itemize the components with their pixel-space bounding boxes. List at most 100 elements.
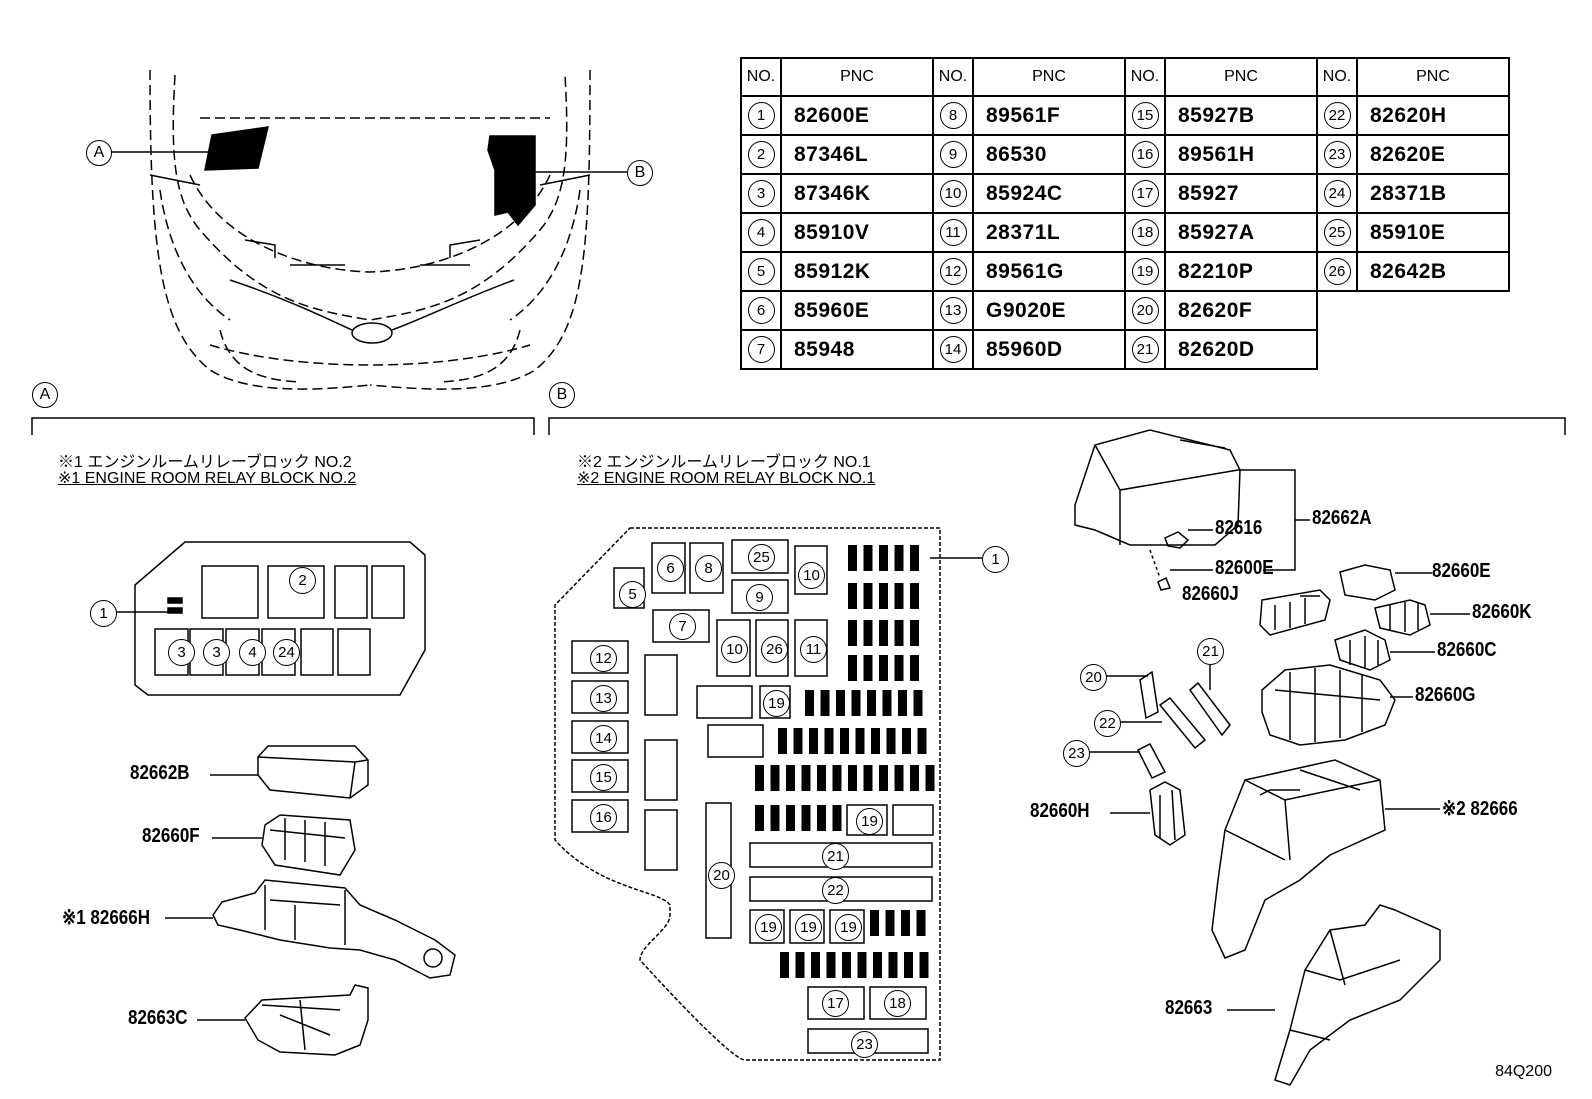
- callout-number: 20: [708, 862, 735, 889]
- callout-number: 20: [1080, 664, 1107, 691]
- part-label-82662a: 82662A: [1312, 507, 1372, 529]
- no-cell: 18: [1124, 212, 1166, 253]
- fuse-slot: [848, 583, 857, 609]
- fuse-slot: [755, 805, 764, 831]
- callout-number: 17: [822, 990, 849, 1017]
- fuse-slot: [848, 620, 857, 646]
- item-number: 13: [939, 297, 967, 324]
- fuse-slot: [851, 690, 861, 716]
- fuse-slot: [910, 583, 919, 609]
- connector-82660g: [1261, 664, 1413, 746]
- no-cell: 13: [932, 290, 974, 331]
- fuse-slot: [885, 910, 895, 936]
- fuse-slot: [910, 620, 919, 646]
- item-number: 24: [1323, 180, 1351, 207]
- fuse-slot: [867, 690, 876, 716]
- fuse-slot: [786, 805, 795, 831]
- no-cell: 21: [1124, 329, 1166, 370]
- part-label-82660e: 82660E: [1432, 560, 1491, 582]
- no-cell: 10: [932, 173, 974, 214]
- fuse-slot: [826, 952, 836, 978]
- pnc-cell: [1357, 330, 1509, 369]
- item-number: 25: [1323, 219, 1351, 246]
- fuse-slot: [793, 728, 803, 754]
- header-pnc: PNC: [780, 57, 934, 97]
- no-cell: 25: [1316, 212, 1358, 253]
- callout-number: 16: [590, 804, 617, 831]
- pnc-cell: 82600E: [780, 95, 934, 136]
- fuse-slot: [904, 952, 913, 978]
- pnc-cell: 85960D: [972, 329, 1126, 370]
- bracket-82663: [1227, 904, 1441, 1086]
- no-cell: 22: [1316, 95, 1358, 136]
- item-number: 1: [747, 102, 775, 129]
- callout-number: 24: [273, 639, 300, 666]
- location-a-mark: [204, 126, 269, 171]
- fuse-slot: [916, 910, 926, 936]
- callout-number: 23: [851, 1031, 878, 1058]
- caption-b-en: ※2 ENGINE ROOM RELAY BLOCK NO.1: [577, 470, 876, 487]
- pnc-cell: 85924C: [972, 173, 1126, 214]
- pnc-cell: 82620D: [1164, 329, 1318, 370]
- no-cell: 20: [1124, 290, 1166, 331]
- section-a-bracket: [31, 417, 535, 435]
- fuse-slot: [805, 690, 814, 716]
- item-number: 10: [939, 180, 967, 207]
- no-cell: 8: [932, 95, 974, 136]
- fuse-slot: [894, 545, 904, 571]
- fuse-slot: [894, 620, 904, 646]
- no-cell: 5: [740, 251, 782, 292]
- fuse-slot: [879, 765, 888, 791]
- pnc-cell: 82210P: [1164, 251, 1318, 292]
- block-82666: [1211, 759, 1440, 959]
- caption-a-en: ※1 ENGINE ROOM RELAY BLOCK NO.2: [58, 470, 357, 487]
- fuse-slot: [848, 765, 857, 791]
- pnc-cell: 85910V: [780, 212, 934, 253]
- fuse-slot: [910, 655, 919, 681]
- caption-a-jp: ※1 エンジンルームリレーブロック NO.2: [58, 454, 352, 471]
- pnc-cell: 82620F: [1164, 290, 1318, 331]
- fuse-slot: [871, 728, 880, 754]
- header-no: NO.: [740, 57, 782, 97]
- callout-number: 7: [669, 613, 696, 640]
- fuse-slot: [863, 655, 873, 681]
- fuse-slot: [863, 765, 873, 791]
- relay-block-no1-top-view: [554, 527, 941, 1061]
- callout-number: 22: [1094, 710, 1121, 737]
- relay-block-no2-top-view: [104, 541, 426, 696]
- part-22: [1120, 696, 1207, 750]
- item-number: 14: [939, 336, 967, 363]
- header-no: NO.: [932, 57, 974, 97]
- fuse-slot: [824, 728, 834, 754]
- no-cell: 26: [1316, 251, 1358, 292]
- header-pnc: PNC: [1356, 57, 1510, 97]
- callout-number: 1: [90, 600, 117, 627]
- no-cell: 24: [1316, 173, 1358, 214]
- item-number: 19: [1131, 258, 1159, 285]
- fuse-slot: [894, 655, 904, 681]
- pnc-cell: 89561H: [1164, 134, 1318, 175]
- fuse-slot: [770, 765, 780, 791]
- fuse-array: [755, 545, 935, 978]
- callout-number: 23: [1063, 740, 1090, 767]
- pnc-cell: 82642B: [1356, 251, 1510, 292]
- pnc-cell: 89561F: [972, 95, 1126, 136]
- location-b-mark: [487, 135, 536, 227]
- vehicle-details: [149, 174, 591, 344]
- callout-number: 2: [289, 567, 316, 594]
- marker-a: A: [86, 140, 112, 166]
- part-label-82660g: 82660G: [1415, 684, 1476, 706]
- fuse-slot: [902, 728, 911, 754]
- fuse-slot: [832, 805, 842, 831]
- fuse-slot: [886, 728, 896, 754]
- fuse-slot: [770, 805, 780, 831]
- clip-82616: [1164, 529, 1213, 549]
- block-82666h: [165, 879, 456, 979]
- no-cell: 9: [932, 134, 974, 175]
